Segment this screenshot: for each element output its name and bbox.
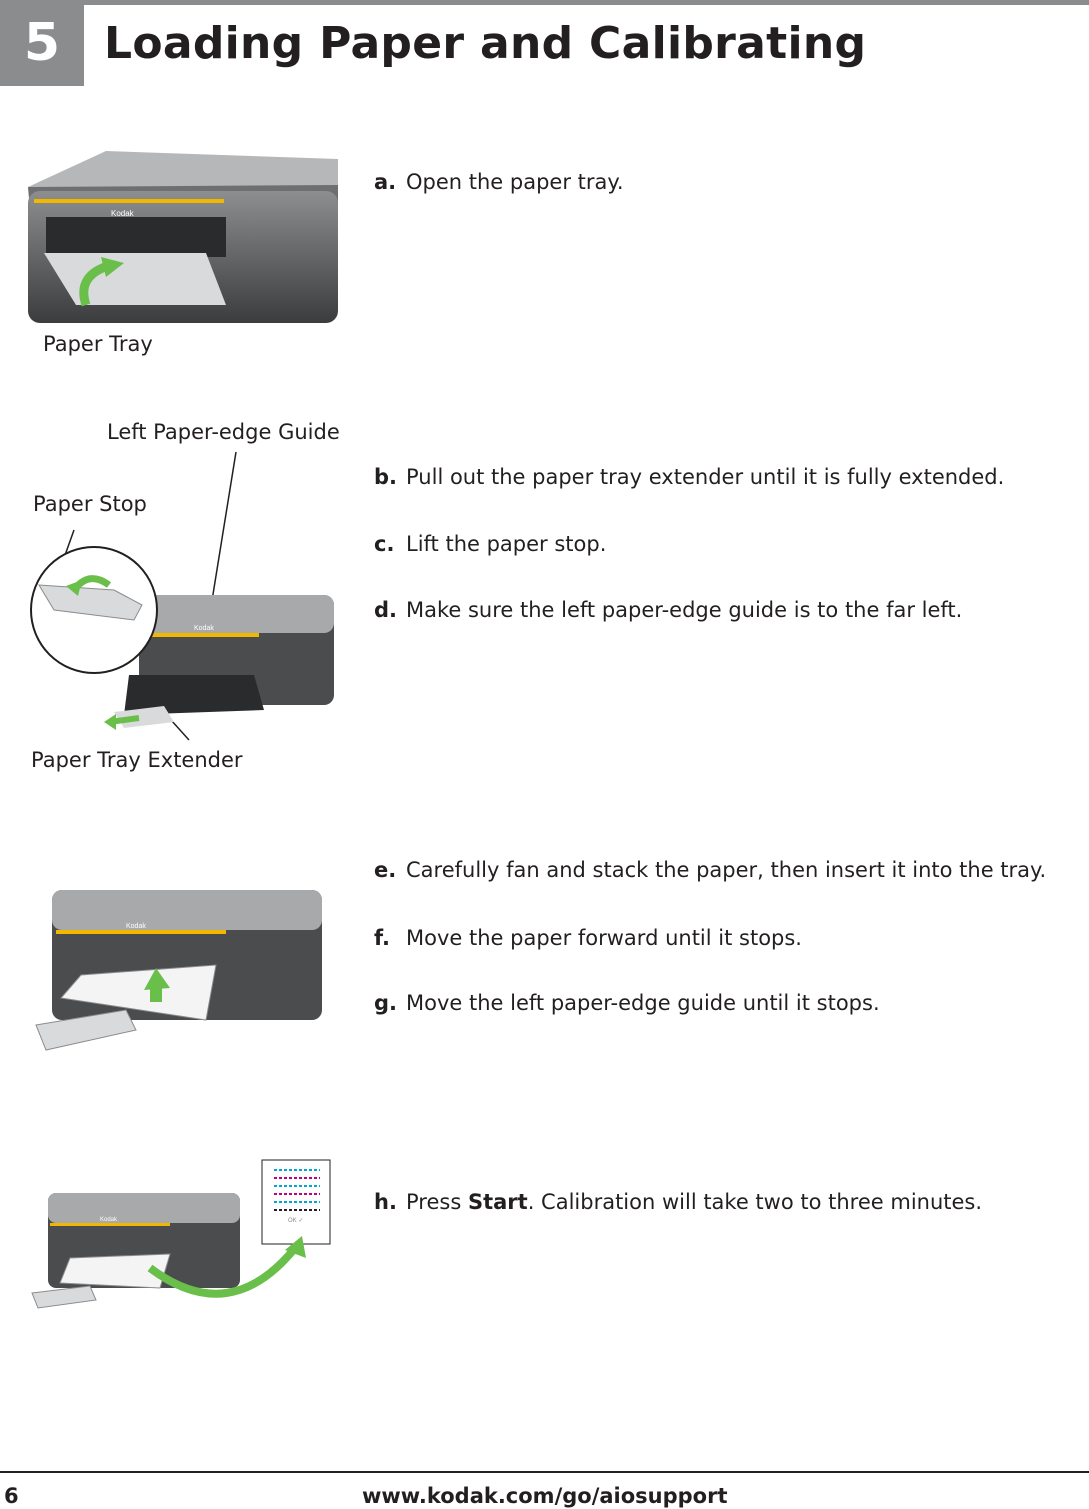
step-e: e. Carefully fan and stack the paper, the… [374,858,1046,882]
step-text: Move the paper forward until it stops. [406,926,802,950]
footer-rule [0,1471,1089,1473]
step-h: h. Press Start. Calibration will take two… [374,1190,982,1214]
step-text: Make sure the left paper-edge guide is t… [406,598,963,622]
step-f: f. Move the paper forward until it stops. [374,926,802,950]
step-g: g. Move the left paper-edge guide until i… [374,991,880,1015]
label-paper-stop: Paper Stop [33,492,147,516]
step-text: Carefully fan and stack the paper, then … [406,858,1047,882]
chapter-number: 5 [0,0,84,86]
step-text: Move the left paper-edge guide until it … [406,991,880,1015]
step-text: Open the paper tray. [406,170,624,194]
step-text: Lift the paper stop. [406,532,607,556]
brand-logo: Kodak [111,209,135,218]
start-button-label: Start [467,1190,528,1214]
printer-open-tray-illustration: Kodak [28,151,338,323]
printer-insert-paper-illustration: Kodak [35,890,322,1051]
header-rule [84,0,1089,5]
label-paper-tray-extender: Paper Tray Extender [31,748,243,772]
step-letter: f. [374,926,390,950]
step-b: b. Pull out the paper tray extender until… [374,465,1004,489]
brand-logo: Kodak [126,923,146,930]
calibration-page-mark: OK ✓ [288,1218,303,1224]
step-d: d. Make sure the left paper-edge guide is… [374,598,962,622]
step-text-after: . Calibration will take two to three min… [527,1190,983,1214]
step-c: c. Lift the paper stop. [374,532,606,556]
step-letter: a. [374,170,397,194]
step-text-before: Press [406,1190,468,1214]
label-paper-tray: Paper Tray [43,332,153,356]
step-letter: g. [374,991,398,1015]
page-number: 6 [4,1484,19,1508]
brand-logo: Kodak [194,625,214,632]
step-letter: b. [374,465,398,489]
step-letter: h. [374,1190,397,1214]
step-letter: c. [374,532,395,556]
step-text: Pull out the paper tray extender until i… [406,465,1005,489]
page-title: Loading Paper and Calibrating [104,18,867,69]
printer-calibration-illustration: OK ✓ Kodak [31,1159,331,1309]
support-url[interactable]: www.kodak.com/go/aiosupport [362,1484,728,1508]
printer-extender-illustration: Kodak [30,451,334,741]
label-left-paper-edge-guide: Left Paper-edge Guide [107,420,340,444]
step-letter: e. [374,858,397,882]
step-a: a. Open the paper tray. [374,170,624,194]
step-letter: d. [374,598,398,622]
brand-logo: Kodak [100,1217,118,1223]
